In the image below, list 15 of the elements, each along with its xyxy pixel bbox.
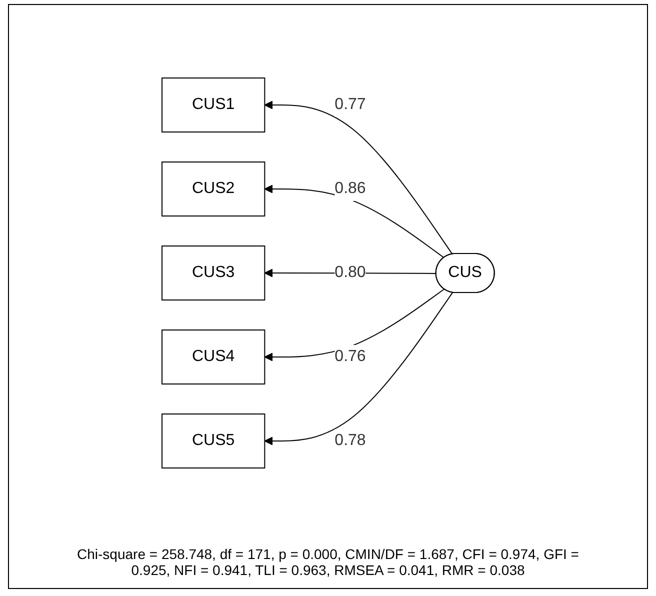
node-box: CUS2 [161,161,266,216]
edge-label: 0.77 [334,96,366,112]
edge-label: 0.86 [334,179,366,196]
node-box: CUS4 [161,329,266,384]
node-box: CUS1 [161,77,266,132]
fit-statistics-note: Chi-square = 258.748, df = 171, p = 0.000, CMIN/DF = 1.687, CFI = 0.974, GFI = 0.925, NFI = 0.941, TLI = 0.963, RMSEA = 0.041, RMR = 0.038 [76,545,580,580]
edge-label: 0.78 [334,431,366,448]
node-box: CUS3 [161,245,266,300]
arrow [264,288,444,361]
node-box: CUS5 [161,412,266,468]
arrow [264,292,453,445]
edge-label: 0.80 [334,263,366,280]
arrow [264,100,453,254]
arrow [264,184,444,258]
edge-label: 0.76 [334,347,366,364]
